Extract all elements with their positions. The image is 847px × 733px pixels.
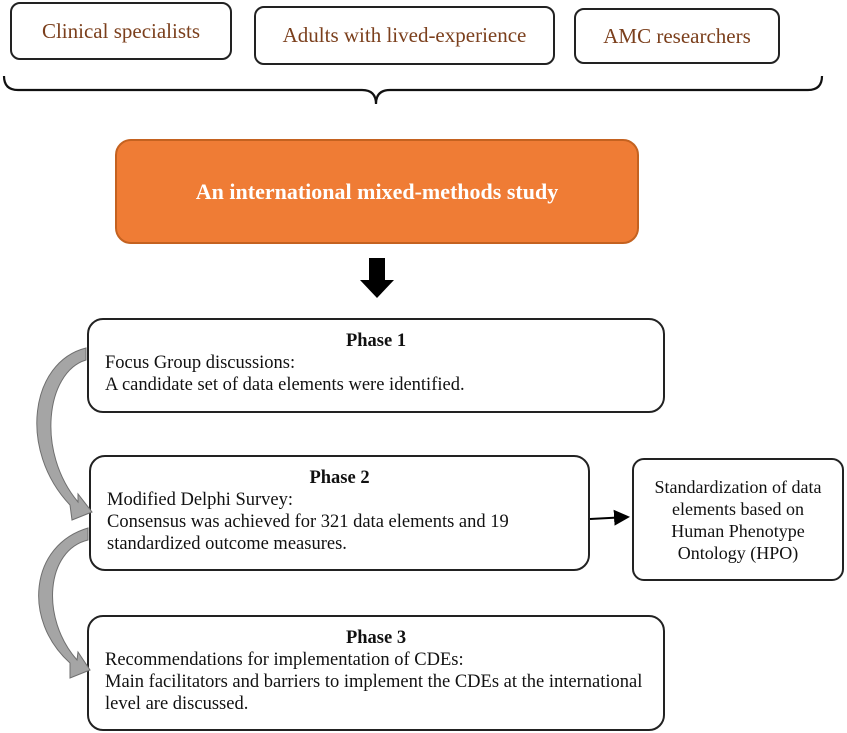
- phase-2-box: Phase 2 Modified Delphi Survey: Consensu…: [89, 455, 590, 571]
- phase-3-text: Main facilitators and barriers to implem…: [105, 672, 643, 714]
- stakeholder-box-adults-lived-experience: Adults with lived-experience: [254, 6, 555, 65]
- curved-arrow-phase2-to-phase3: [38, 527, 91, 679]
- phase-1-box: Phase 1 Focus Group discussions: A candi…: [87, 318, 665, 413]
- arrow-phase2-to-standardization: [589, 509, 630, 526]
- phase-1-subtitle: Focus Group discussions:: [105, 353, 296, 373]
- standardization-label: Standardization of data elements based o…: [654, 476, 822, 563]
- standardization-box: Standardization of data elements based o…: [632, 458, 844, 581]
- phase-3-subtitle: Recommendations for implementation of CD…: [105, 650, 464, 670]
- stakeholder-label: Adults with lived-experience: [282, 23, 527, 47]
- study-box: An international mixed-methods study: [115, 139, 639, 244]
- stakeholder-label: Clinical specialists: [41, 18, 201, 43]
- phase-1-title: Phase 1: [345, 331, 407, 351]
- stakeholder-bracket: [2, 75, 824, 105]
- phase-2-subtitle: Modified Delphi Survey:: [107, 490, 294, 510]
- phase-2-title: Phase 2: [309, 468, 370, 488]
- phase-2-text: Consensus was achieved for 321 data elem…: [107, 512, 509, 554]
- down-arrow-icon: [360, 258, 394, 298]
- stakeholder-box-clinical-specialists: Clinical specialists: [10, 2, 232, 60]
- stakeholder-box-amc-researchers: AMC researchers: [574, 8, 780, 64]
- phase-3-box: Phase 3 Recommendations for implementati…: [87, 615, 665, 731]
- phase-3-title: Phase 3: [345, 628, 407, 648]
- stakeholder-label: AMC researchers: [603, 23, 751, 48]
- curved-arrow-phase1-to-phase2: [36, 347, 93, 521]
- study-label: An international mixed-methods study: [195, 178, 559, 204]
- phase-1-text: A candidate set of data elements were id…: [105, 375, 465, 395]
